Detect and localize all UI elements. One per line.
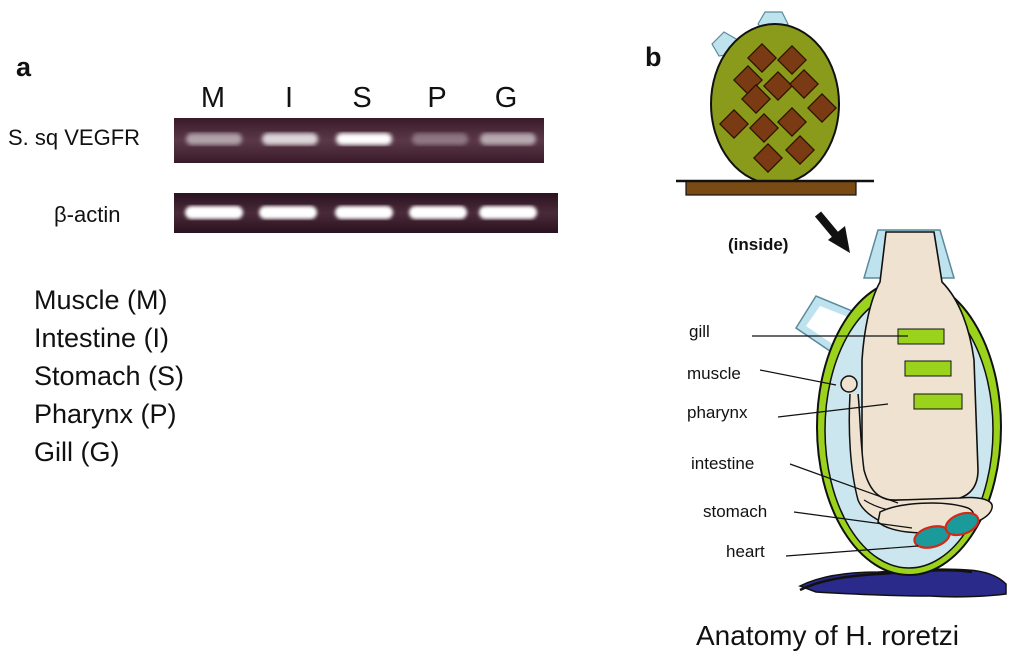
actin-band-g [479, 206, 537, 219]
actin-band-i [259, 206, 317, 219]
legend-item-intestine: Intestine (I) [34, 323, 170, 353]
inside-arrow [814, 211, 850, 253]
heart-chamber-2 [944, 511, 980, 537]
label-stomach: stomach [703, 502, 767, 521]
anatomy-caption: Anatomy of H. roretzi [696, 620, 959, 651]
external-view [676, 11, 874, 196]
inside-label: (inside) [728, 235, 788, 254]
tunic-patches [719, 43, 837, 173]
vegfr-band-i [262, 133, 318, 145]
label-muscle: muscle [687, 364, 741, 383]
lane-label-g: G [494, 82, 518, 114]
legend-item-pharynx: Pharynx (P) [34, 399, 177, 429]
row-label-actin: β-actin [54, 202, 121, 227]
legend-item-stomach: Stomach (S) [34, 361, 185, 391]
anatomy-diagram: (inside) [676, 11, 1007, 651]
tissue-legend: Muscle (M) Intestine (I) Stomach (S) Pha… [34, 281, 184, 471]
label-pharynx: pharynx [687, 403, 748, 422]
internal-view [794, 229, 1007, 598]
vegfr-band-s [336, 133, 392, 145]
panel-b-label: b [645, 42, 662, 72]
gill-slot-2 [904, 360, 952, 377]
lane-label-i: I [284, 82, 294, 114]
lane-label-m: M [200, 82, 226, 114]
gel-vegfr [174, 118, 544, 163]
panel-a-label: a [16, 52, 32, 82]
row-label-vegfr: S. sq VEGFR [8, 125, 141, 150]
legend-item-gill: Gill (G) [34, 437, 120, 467]
label-intestine: intestine [691, 454, 754, 473]
lane-label-p: P [427, 82, 447, 114]
label-heart: heart [726, 542, 765, 561]
label-gill: gill [689, 322, 710, 341]
actin-band-s [335, 206, 393, 219]
gel-actin [174, 193, 558, 233]
actin-band-p [409, 206, 467, 219]
vegfr-band-m [186, 133, 242, 145]
gill-slot-3 [913, 393, 963, 410]
vegfr-band-p [412, 133, 468, 145]
legend-item-muscle: Muscle (M) [34, 285, 168, 315]
lane-label-s: S [352, 82, 372, 114]
actin-band-m [185, 206, 243, 219]
leader-lines [752, 335, 919, 557]
substrate-board [685, 180, 857, 196]
anus-ring [840, 375, 858, 393]
vegfr-band-g [480, 133, 536, 145]
